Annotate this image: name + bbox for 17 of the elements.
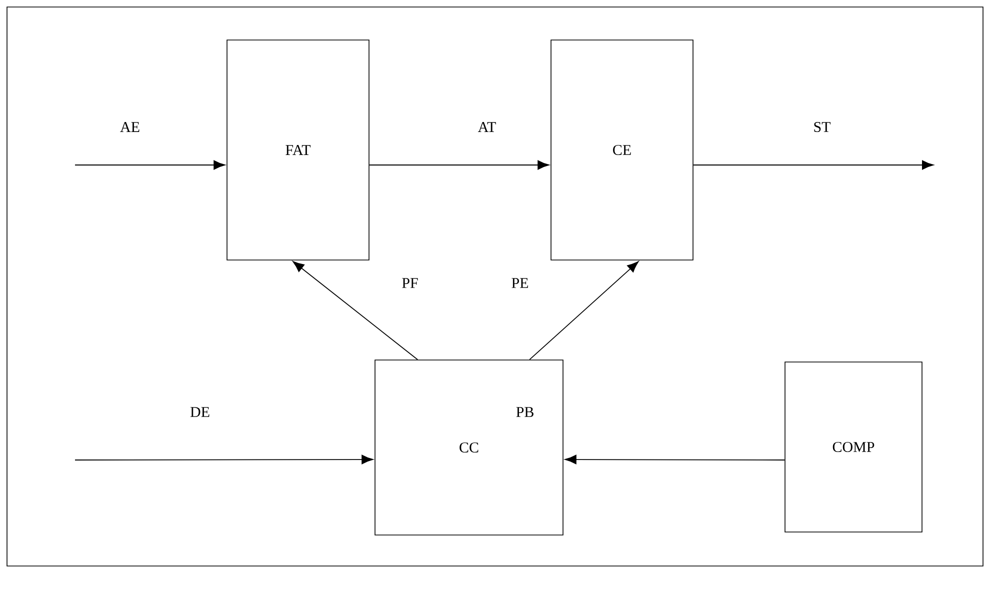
arrow (368, 160, 550, 170)
edge-label: ST (812, 120, 832, 134)
arrow (74, 160, 226, 170)
process-box: CE (550, 40, 694, 260)
arrow (529, 261, 639, 360)
edge-label: AT (476, 121, 498, 133)
edge-label: DE (189, 406, 211, 418)
edge-label: PB (514, 406, 536, 418)
edge-label: PF (400, 277, 420, 289)
edge-label: PE (510, 277, 530, 289)
process-box: COMP (784, 362, 922, 532)
process-box: FAT (226, 40, 370, 260)
arrow (292, 261, 418, 360)
arrow (564, 454, 786, 464)
edge-label: AE (119, 121, 141, 133)
arrow (74, 454, 374, 464)
arrow (692, 160, 934, 170)
